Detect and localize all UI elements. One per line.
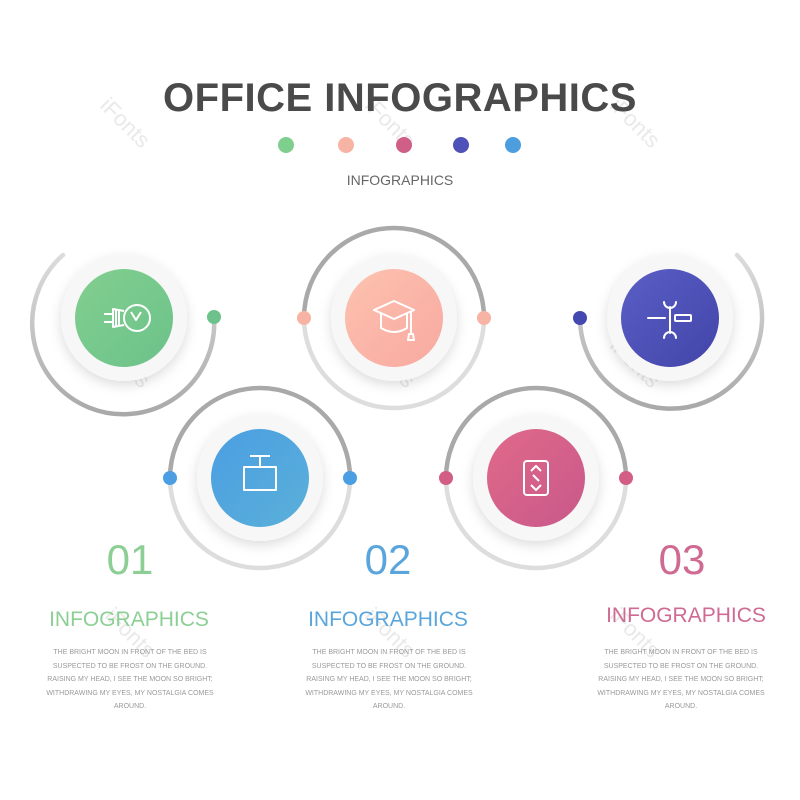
node-1-right-dot bbox=[207, 310, 221, 324]
node-4-left-dot bbox=[163, 471, 177, 485]
node-2 bbox=[331, 255, 457, 381]
arc-node-5-lower bbox=[443, 475, 629, 571]
description-line: AROUND. bbox=[664, 703, 698, 710]
graduation-cap-icon bbox=[373, 300, 415, 341]
arc-node-5 bbox=[443, 385, 629, 481]
lightbulb-icon bbox=[104, 304, 151, 332]
node-2-right-dot bbox=[477, 311, 491, 325]
color-dot bbox=[338, 137, 354, 153]
node-3 bbox=[607, 255, 733, 381]
description-line: WITHDRAWING MY EYES, MY NOSTALGIA COMES bbox=[46, 689, 214, 697]
arc-node-4 bbox=[167, 385, 353, 481]
node-4-disc bbox=[211, 429, 309, 527]
description-line: AROUND. bbox=[372, 703, 406, 710]
node-1 bbox=[61, 255, 187, 381]
projector-icon bbox=[243, 455, 277, 491]
page-subtitle: INFOGRAPHICS bbox=[346, 172, 454, 188]
description-line: RAISING MY HEAD, I SEE THE MOON SO BRIGH… bbox=[598, 676, 764, 683]
transfer-card-icon bbox=[523, 460, 549, 496]
description-line: WITHDRAWING MY EYES, MY NOSTALGIA COMES bbox=[597, 689, 765, 697]
description-line: THE BRIGHT MOON IN FRONT OF THE BED IS bbox=[604, 649, 758, 656]
node-3-left-dot bbox=[573, 311, 587, 325]
node-2-left-dot bbox=[297, 311, 311, 325]
description-line: WITHDRAWING MY EYES, MY NOSTALGIA COMES bbox=[305, 689, 473, 697]
color-dot bbox=[505, 137, 521, 153]
step-description-3: THE BRIGHT MOON IN FRONT OF THE BED IS S… bbox=[591, 646, 771, 714]
description-line: SUSPECTED TO BE FROST ON THE GROUND. bbox=[52, 662, 208, 670]
step-description-2: THE BRIGHT MOON IN FRONT OF THE BED IS S… bbox=[299, 646, 479, 714]
description-line: THE BRIGHT MOON IN FRONT OF THE BED IS bbox=[53, 649, 207, 656]
arc-node-1 bbox=[29, 252, 217, 417]
description-line: THE BRIGHT MOON IN FRONT OF THE BED IS bbox=[312, 649, 466, 656]
color-dot bbox=[396, 137, 412, 153]
arc-node-3 bbox=[577, 252, 765, 411]
step-number-1: 01 bbox=[106, 536, 154, 583]
color-dot bbox=[278, 137, 294, 153]
step-title-1: INFOGRAPHICS bbox=[49, 608, 209, 631]
step-title-2: INFOGRAPHICS bbox=[308, 608, 468, 631]
description-line: SUSPECTED TO BE FROST ON THE GROUND. bbox=[311, 662, 467, 670]
node-5-left-dot bbox=[439, 471, 453, 485]
node-5-right-dot bbox=[619, 471, 633, 485]
color-dots bbox=[0, 137, 800, 157]
arc-node-2 bbox=[301, 225, 487, 321]
description-line: RAISING MY HEAD, I SEE THE MOON SO BRIGH… bbox=[47, 676, 213, 683]
arc-node-4-lower bbox=[167, 475, 353, 571]
arc-node-2-lower bbox=[301, 315, 487, 411]
step-number-3: 03 bbox=[658, 536, 706, 583]
description-line: AROUND. bbox=[113, 703, 147, 710]
color-dot bbox=[453, 137, 469, 153]
page-title: OFFICE INFOGRAPHICS bbox=[163, 76, 637, 120]
connector-dots bbox=[163, 310, 633, 485]
step-description-1: THE BRIGHT MOON IN FRONT OF THE BED IS S… bbox=[40, 646, 220, 714]
node-4-right-dot bbox=[343, 471, 357, 485]
step-number-2: 02 bbox=[364, 536, 412, 583]
node-5 bbox=[473, 415, 599, 541]
description-line: SUSPECTED TO BE FROST ON THE GROUND. bbox=[603, 662, 759, 670]
description-line: RAISING MY HEAD, I SEE THE MOON SO BRIGH… bbox=[306, 676, 472, 683]
node-4 bbox=[197, 415, 323, 541]
connector-arcs bbox=[29, 225, 765, 571]
tools-icon bbox=[647, 301, 692, 339]
step-title-3: INFOGRAPHICS bbox=[606, 604, 766, 627]
